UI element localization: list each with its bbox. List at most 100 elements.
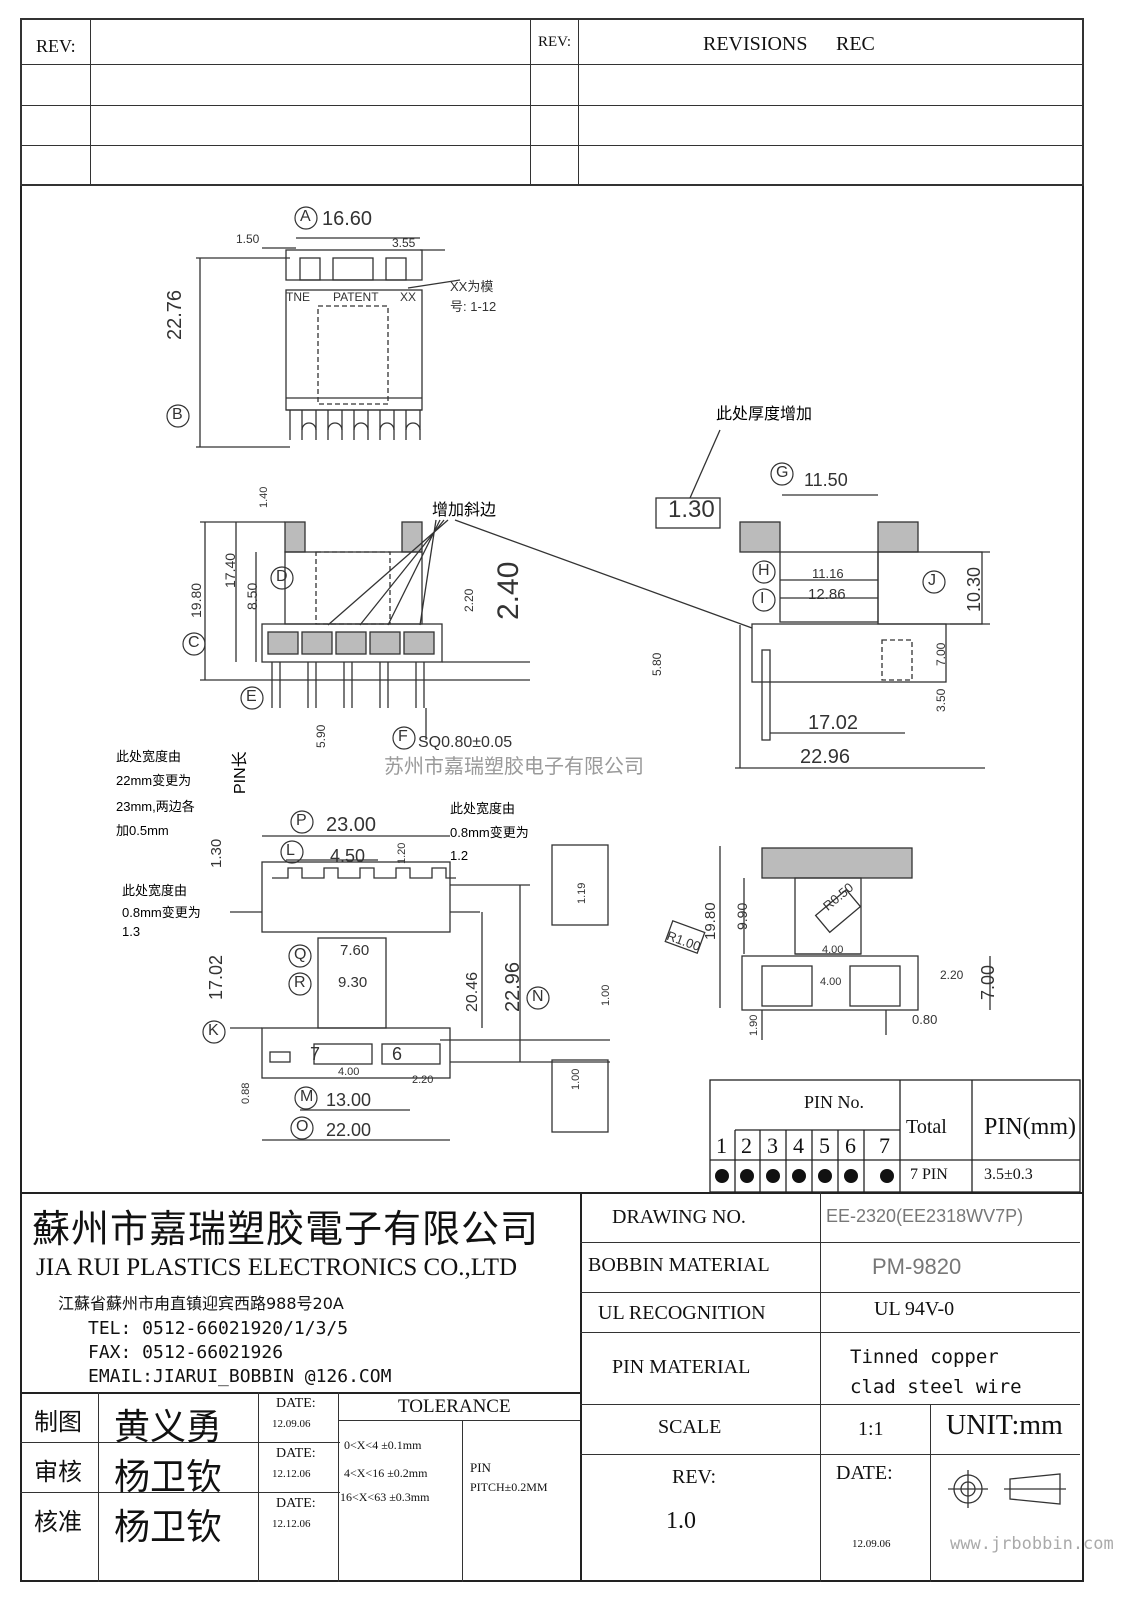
datum-P: P bbox=[296, 812, 307, 829]
dim-Q-value: 7.60 bbox=[340, 942, 370, 959]
dim-2-20: 2.20 bbox=[462, 588, 476, 612]
top-view-outline bbox=[196, 237, 461, 448]
scale-label: SCALE bbox=[658, 1416, 722, 1438]
pin-7-mark: 7 bbox=[310, 1044, 321, 1064]
dim-1-00b: 1.00 bbox=[570, 1068, 582, 1090]
datum-C: C bbox=[188, 634, 200, 651]
datum-F: F bbox=[398, 728, 408, 745]
tolerance-3: 16<X<63 ±0.3mm bbox=[340, 1490, 430, 1504]
dim-7-00: 7.00 bbox=[934, 642, 948, 666]
dim-O-value: 22.00 bbox=[326, 1120, 372, 1140]
datum-H: H bbox=[758, 562, 770, 579]
watermark-url: www.jrbobbin.com bbox=[950, 1534, 1114, 1554]
dim-2-40: 2.40 bbox=[492, 561, 525, 620]
unit-label: UNIT:mm bbox=[946, 1410, 1063, 1441]
dim-20-46: 20.46 bbox=[464, 971, 481, 1012]
pin-no-label: PIN No. bbox=[804, 1092, 865, 1112]
date-drafter: 12.09.06 bbox=[272, 1418, 311, 1430]
pin-dots bbox=[715, 1169, 894, 1183]
pin-number-6: 6 bbox=[845, 1133, 856, 1158]
datum-N: N bbox=[532, 988, 544, 1005]
dim-22-96-bottom: 22.96 bbox=[502, 961, 524, 1012]
pin-6-mark: 6 bbox=[392, 1044, 403, 1064]
dim-1-30-bottom: 1.30 bbox=[208, 838, 225, 868]
pin-pitch-2: PITCH±0.2MM bbox=[470, 1480, 548, 1494]
end-view-outline bbox=[655, 429, 990, 769]
drawing-no-label: DRAWING NO. bbox=[612, 1206, 746, 1228]
scale-value: 1:1 bbox=[858, 1418, 884, 1440]
dim-L-value: 4.50 bbox=[330, 846, 366, 866]
pin-number-5: 5 bbox=[819, 1133, 830, 1158]
pin-number-3: 3 bbox=[767, 1133, 778, 1158]
company-address: 江蘇省蘇州市甪直镇迎宾西路988号20A bbox=[58, 1294, 344, 1313]
drawing-no-value: EE-2320(EE2318WV7P) bbox=[826, 1206, 1024, 1226]
note-width-3c: 1.3 bbox=[122, 924, 141, 939]
dim-1-50: 1.50 bbox=[236, 232, 260, 246]
dim-8-50: 8.50 bbox=[244, 582, 260, 610]
date-label-drafter: DATE: bbox=[276, 1396, 316, 1411]
dim-0-80: 0.80 bbox=[912, 1012, 938, 1027]
dim-1-90: 1.90 bbox=[748, 1014, 760, 1036]
ul-value: UL 94V-0 bbox=[874, 1298, 955, 1320]
dim-1-20: 1.20 bbox=[396, 842, 408, 864]
note-thickness: 此处厚度增加 bbox=[716, 406, 813, 423]
dim-19-80-detail: 19.80 bbox=[702, 902, 719, 940]
company-name-en: JIA RUI PLASTICS ELECTRONICS CO.,LTD bbox=[36, 1254, 518, 1281]
dim-4-00-bottom: 4.00 bbox=[338, 1066, 360, 1078]
company-tel: TEL: 0512-66021920/1/3/5 bbox=[88, 1318, 349, 1339]
pin-pitch-1: PIN bbox=[470, 1460, 491, 1475]
note-width-2: 此处宽度由 bbox=[450, 801, 516, 816]
pin-material-value-2: clad steel wire bbox=[850, 1376, 1022, 1398]
name-drafter: 黄义勇 bbox=[114, 1407, 223, 1448]
name-checker: 杨卫钦 bbox=[114, 1457, 223, 1498]
dim-0-88: 0.88 bbox=[240, 1082, 252, 1104]
datum-K: K bbox=[208, 1022, 219, 1039]
pin-number-1: 1 bbox=[716, 1133, 727, 1158]
dim-3-50: 3.50 bbox=[934, 688, 948, 712]
projection-symbol-icon bbox=[948, 1470, 1066, 1508]
datum-circles bbox=[166, 206, 946, 1140]
note-width-3: 此处宽度由 bbox=[122, 883, 188, 898]
dim-17-40: 17.40 bbox=[222, 552, 238, 588]
note-xx-2: 号: 1-12 bbox=[450, 299, 497, 314]
marking-patent: PATENT bbox=[333, 290, 379, 304]
rec-label: REC bbox=[836, 33, 875, 55]
note-width-2c: 1.2 bbox=[450, 848, 469, 863]
datum-A: A bbox=[300, 208, 311, 225]
note-width-1: 此处宽度由 bbox=[116, 749, 182, 764]
role-checker: 审核 bbox=[34, 1458, 82, 1486]
date-checker: 12.12.06 bbox=[272, 1468, 311, 1480]
role-approver: 核准 bbox=[34, 1508, 82, 1536]
dim-2-20-bottom: 2.20 bbox=[412, 1074, 434, 1086]
dim-I-value: 12.86 bbox=[808, 586, 846, 603]
date-label-checker: DATE: bbox=[276, 1446, 316, 1461]
rev-label: REV: bbox=[672, 1466, 717, 1488]
company-fax: FAX: 0512-66021926 bbox=[88, 1342, 284, 1363]
marking-tne: TNE bbox=[286, 290, 310, 304]
dim-P-value: 23.00 bbox=[326, 814, 377, 836]
datum-B: B bbox=[172, 406, 183, 423]
datum-Q: Q bbox=[294, 946, 307, 963]
dim-1-19: 1.19 bbox=[576, 882, 588, 904]
watermark-company: 苏州市嘉瑞塑胶电子有限公司 bbox=[384, 754, 644, 778]
rev-label-left: REV: bbox=[36, 36, 76, 56]
pin-number-4: 4 bbox=[793, 1133, 804, 1158]
note-bevel: 增加斜边 bbox=[432, 502, 497, 519]
dim-1-40: 1.40 bbox=[258, 486, 270, 508]
dim-sq: SQ0.80±0.05 bbox=[418, 734, 513, 751]
dim-3-55: 3.55 bbox=[392, 236, 416, 250]
revisions-label: REVISIONS bbox=[703, 33, 808, 55]
dim-17-02: 17.02 bbox=[808, 712, 859, 734]
tolerance-label: TOLERANCE bbox=[398, 1396, 511, 1417]
tolerance-1: 0<X<4 ±0.1mm bbox=[344, 1438, 422, 1452]
pin-material-value-1: Tinned copper bbox=[850, 1346, 999, 1368]
dim-2-20-detail: 2.20 bbox=[940, 968, 964, 982]
datum-L: L bbox=[286, 842, 295, 859]
dim-22-96: 22.96 bbox=[800, 746, 851, 768]
pin-mm-value: 3.5±0.3 bbox=[984, 1166, 1033, 1183]
dim-5-80: 5.80 bbox=[650, 652, 664, 676]
pin-number-2: 2 bbox=[741, 1133, 752, 1158]
total-label: Total bbox=[906, 1116, 947, 1138]
dim-G-value: 11.50 bbox=[804, 470, 848, 490]
note-width-2b: 0.8mm变更为 bbox=[450, 825, 529, 840]
